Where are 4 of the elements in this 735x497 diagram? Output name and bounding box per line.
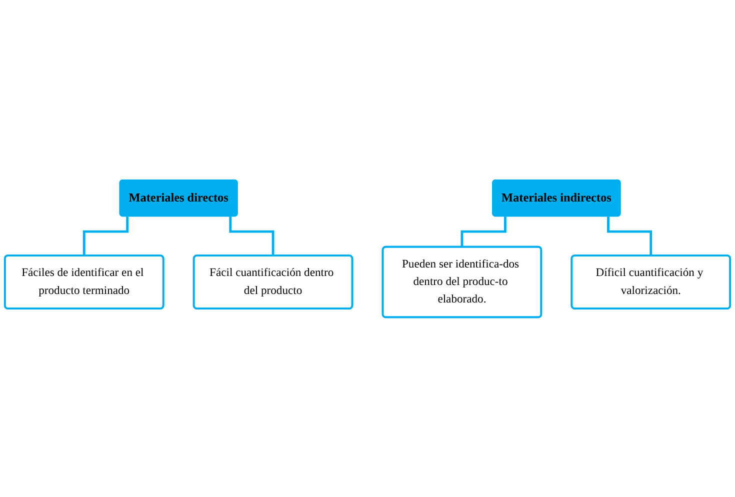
connector bbox=[82, 216, 129, 258]
connector bbox=[460, 216, 506, 248]
connector bbox=[607, 216, 652, 258]
connector bbox=[229, 216, 275, 258]
